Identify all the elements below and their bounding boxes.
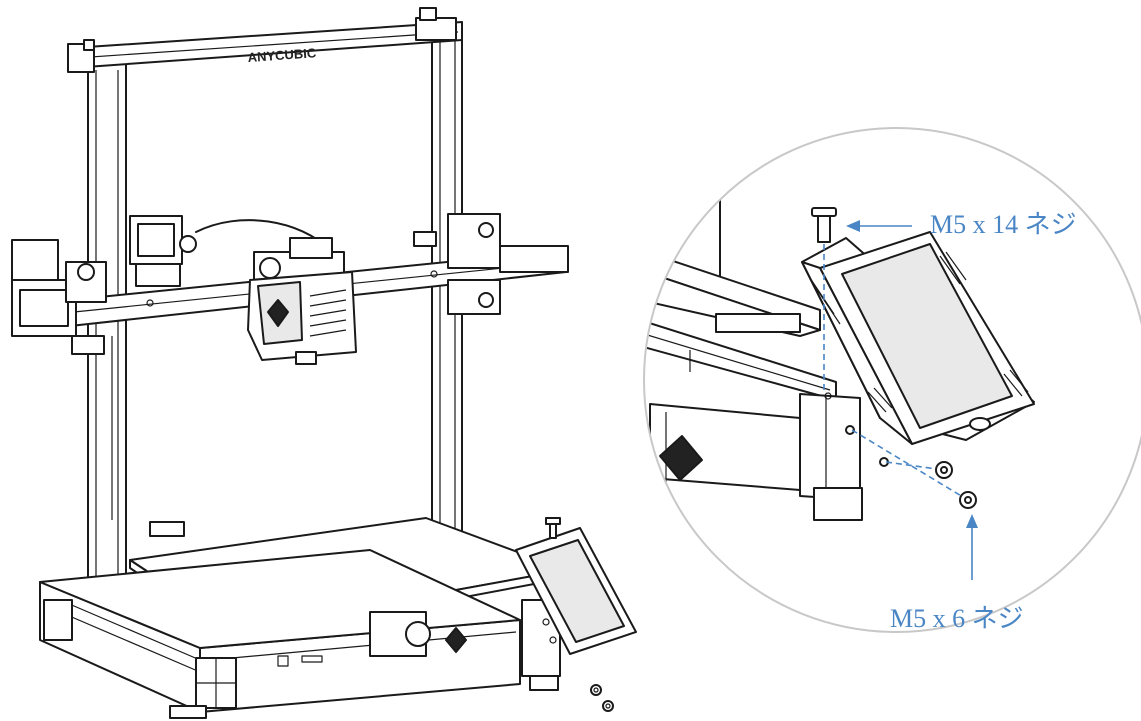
display-small <box>515 527 637 677</box>
gantry-frame <box>67 7 463 609</box>
extruder-motor <box>129 215 197 287</box>
small-washers <box>590 684 614 712</box>
m5x14-screw <box>811 207 837 243</box>
arrow-bottom-callout <box>966 514 978 580</box>
x-end-right <box>413 213 569 315</box>
hotend-assembly <box>247 237 357 365</box>
zoom-circle <box>643 127 1141 633</box>
x-motor-left <box>11 239 107 355</box>
arrow-top-callout <box>846 220 912 232</box>
callout-m5x14-label: M5 x 14 ネジ <box>930 210 1077 239</box>
zoom-detail <box>644 149 1035 521</box>
callout-m5x6-label: M5 x 6 ネジ <box>890 604 1024 633</box>
brand-label: ANYCUBIC <box>247 45 317 65</box>
small-screw-top <box>545 517 561 539</box>
printer-base <box>39 549 559 719</box>
printer-drawing: ANYCUBIC <box>11 7 637 719</box>
